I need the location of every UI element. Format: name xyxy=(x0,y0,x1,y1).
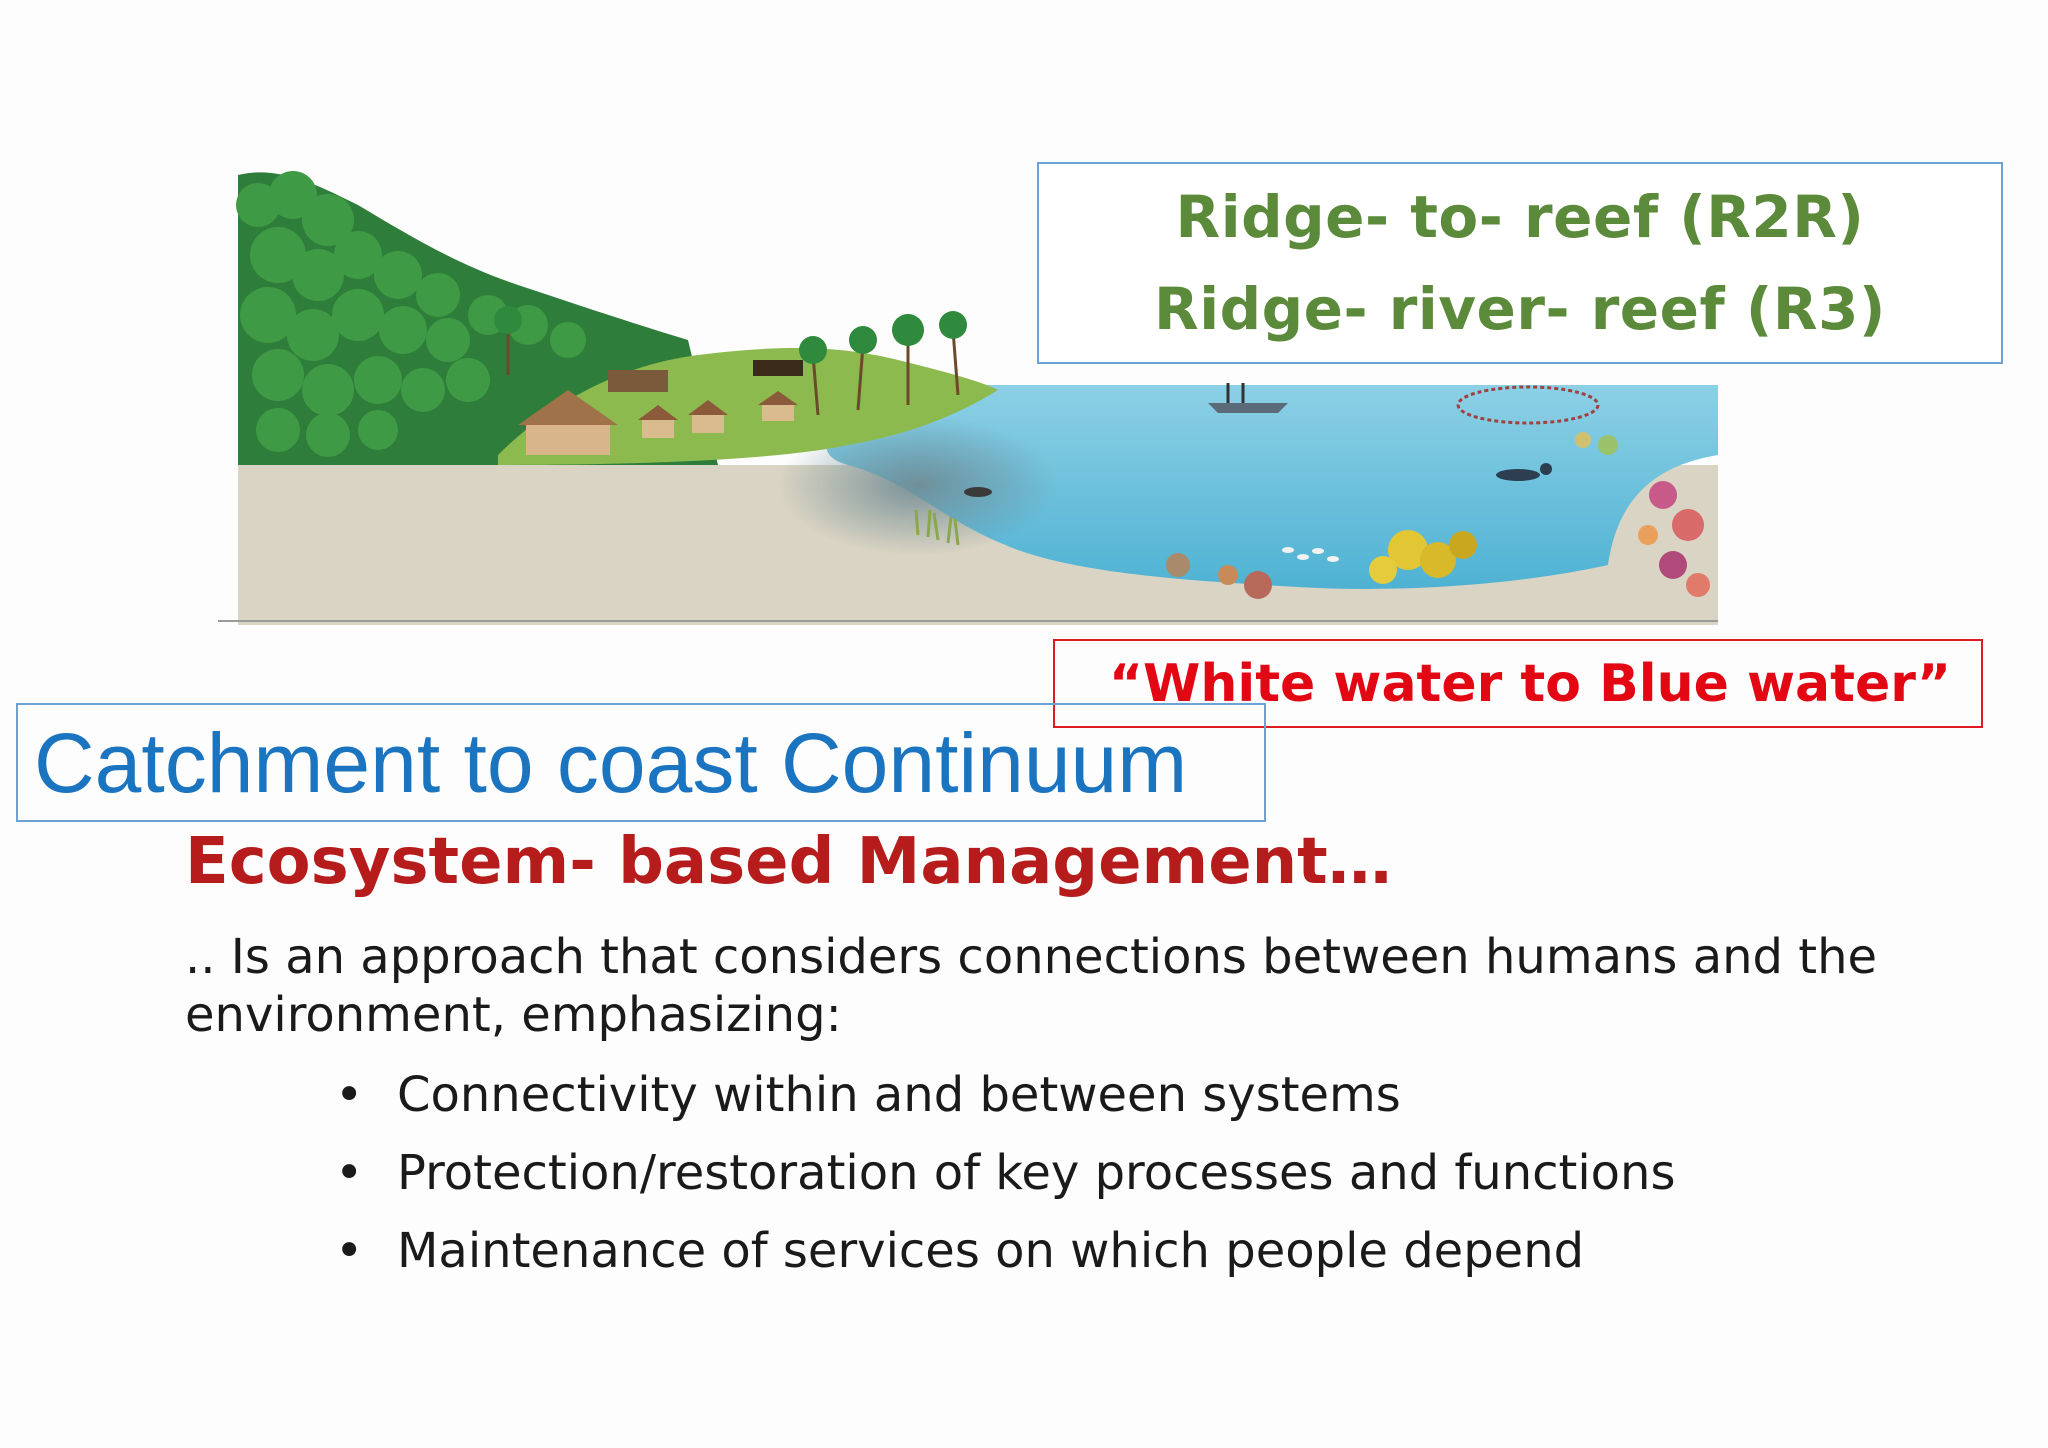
ridge-to-reef-illustration xyxy=(218,171,1718,625)
bullet-item: • Maintenance of services on which peopl… xyxy=(335,1212,1675,1290)
bullet-text: Connectivity within and between systems xyxy=(397,1067,1401,1123)
ebm-intro-text: .. Is an approach that considers connect… xyxy=(185,929,1878,1043)
fish-net-icon xyxy=(1456,385,1600,425)
bullet-text: Maintenance of services on which people … xyxy=(397,1223,1585,1279)
seagrass-icon xyxy=(914,509,960,546)
bullet-dot: • xyxy=(335,1223,364,1279)
fishing-boat-icon xyxy=(1208,383,1288,413)
village-hut-icon xyxy=(518,360,803,455)
bullet-item: • Protection/restoration of key processe… xyxy=(335,1134,1675,1212)
bullet-dot: • xyxy=(335,1067,364,1123)
sediment-plume xyxy=(778,415,1058,555)
swimmer-icon xyxy=(964,487,992,497)
r3-line-2: Ridge- river- reef (R3) xyxy=(1154,275,1886,343)
palm-tree-icon xyxy=(494,306,967,416)
ebm-bullet-list: • Connectivity within and between system… xyxy=(335,1056,1675,1290)
catchment-title: Catchment to coast Continuum xyxy=(34,716,1188,810)
catchment-title-box: Catchment to coast Continuum xyxy=(16,703,1266,822)
ebm-heading: Ecosystem- based Management… xyxy=(185,825,1392,899)
r2r-callout-box: Ridge- to- reef (R2R) Ridge- river- reef… xyxy=(1037,162,2003,364)
bullet-dot: • xyxy=(335,1145,364,1201)
forest-icon xyxy=(236,171,586,457)
bullet-text: Protection/restoration of key processes … xyxy=(397,1145,1676,1201)
coral-reef-icon xyxy=(1166,432,1710,599)
lagoon-water xyxy=(826,385,1718,589)
diver-icon xyxy=(1496,463,1552,481)
r2r-line-1: Ridge- to- reef (R2R) xyxy=(1175,183,1865,251)
fish-school-icon xyxy=(1282,547,1339,562)
bullet-item: • Connectivity within and between system… xyxy=(335,1056,1675,1134)
